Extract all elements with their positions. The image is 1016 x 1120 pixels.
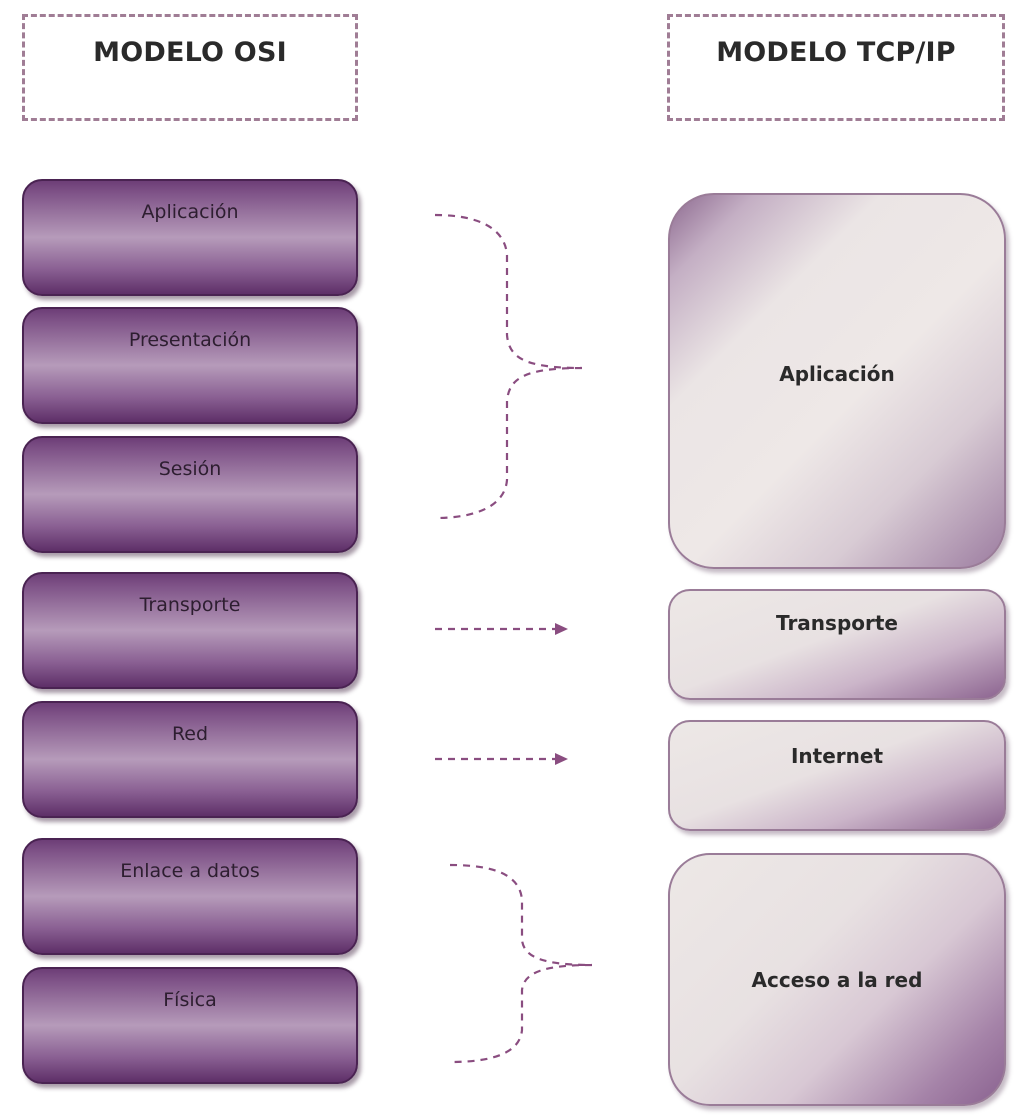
osi-layer-red: Red [22, 701, 358, 818]
tcpip-layer-internet: Internet [668, 720, 1006, 831]
osi-layer-label: Sesión [158, 458, 222, 480]
brace-lower [449, 863, 593, 1064]
tcpip-layer-transporte: Transporte [668, 589, 1006, 700]
tcpip-model-header: MODELO TCP/IP [667, 14, 1005, 121]
tcpip-layer-acceso-red: Acceso a la red [668, 853, 1006, 1106]
brace-upper [434, 213, 583, 520]
osi-layer-sesion: Sesión [22, 436, 358, 553]
osi-model-header: MODELO OSI [22, 14, 358, 121]
osi-layer-presentacion: Presentación [22, 307, 358, 424]
osi-layer-label: Transporte [139, 594, 241, 616]
osi-layer-enlace-datos: Enlace a datos [22, 838, 358, 955]
tcpip-model-title: MODELO TCP/IP [716, 37, 956, 68]
tcpip-layer-label: Acceso a la red [751, 967, 923, 992]
osi-layer-transporte: Transporte [22, 572, 358, 689]
osi-layer-label: Aplicación [141, 201, 239, 223]
osi-layer-label: Enlace a datos [120, 860, 260, 882]
tcpip-layer-aplicacion: Aplicación [668, 193, 1006, 569]
osi-layer-label: Presentación [128, 329, 252, 351]
arrowhead-internet [555, 753, 568, 765]
tcpip-layer-label: Internet [790, 744, 884, 768]
osi-model-title: MODELO OSI [93, 37, 287, 68]
osi-layer-label: Física [163, 989, 217, 1011]
tcpip-layer-label: Aplicación [779, 362, 895, 386]
osi-layer-label: Red [171, 723, 209, 745]
tcpip-layer-label: Transporte [776, 611, 898, 635]
osi-layer-fisica: Física [22, 967, 358, 1084]
arrowhead-transporte [555, 623, 568, 635]
osi-layer-aplicacion: Aplicación [22, 179, 358, 296]
